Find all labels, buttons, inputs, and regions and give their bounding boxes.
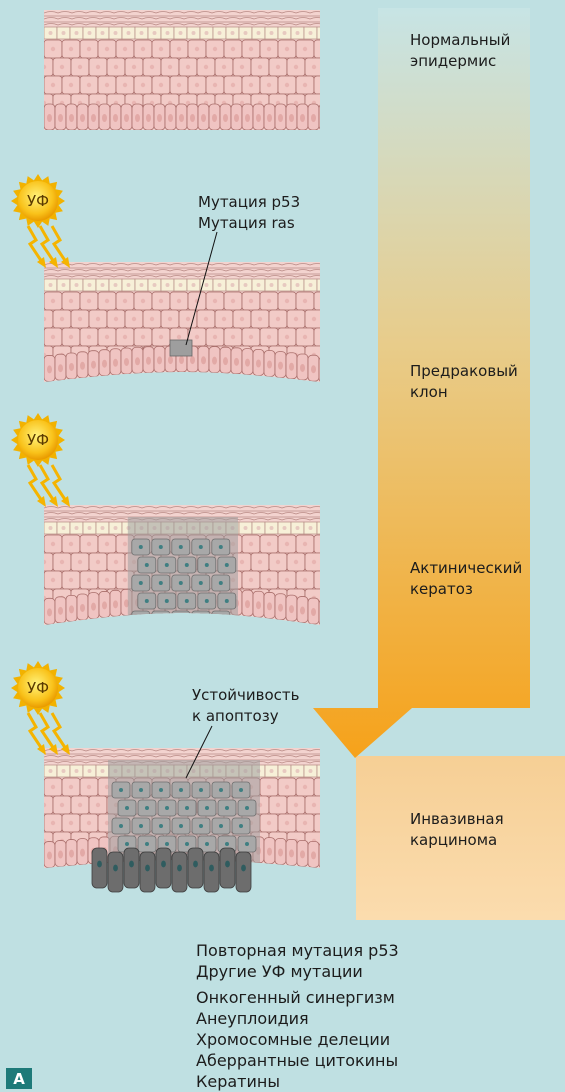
invasive-cell [204, 852, 219, 892]
invasive-cell [188, 848, 203, 888]
uv-sun-icon: УФ [11, 661, 65, 715]
invasive-cell [220, 848, 235, 888]
list-item: Анеуплоидия [196, 1008, 398, 1029]
skin-panel-actinic [35, 505, 332, 637]
uv-sun-icon: УФ [11, 174, 65, 228]
invasive-cell [140, 852, 155, 892]
list-item: Онкогенный синергизм [196, 987, 398, 1008]
invasive-cell [92, 848, 107, 888]
list-item: Повторная мутация p53 [196, 940, 399, 961]
uv-sun-icon: УФ [11, 413, 65, 467]
invasive-cell [124, 848, 139, 888]
skin-panel-carcinoma [35, 748, 332, 892]
list-item: Аберрантные цитокины [196, 1050, 398, 1071]
uv-rays-icon [28, 465, 70, 507]
skin-panel-precancer [35, 262, 332, 392]
invasive-cell [156, 848, 171, 888]
panel-letter: A [6, 1068, 32, 1089]
invasive-cell [236, 852, 251, 892]
mutant-cell [170, 340, 192, 356]
uv-label: УФ [27, 679, 49, 697]
uv-label: УФ [27, 431, 49, 449]
bottom-list-group-1: Повторная мутация p53 Другие УФ мутации [196, 940, 399, 982]
invasive-cell [172, 852, 187, 892]
uv-label: УФ [27, 192, 49, 210]
bottom-list-group-2: Онкогенный синергизм Анеуплоидия Хромосо… [196, 987, 398, 1092]
invasive-cell [108, 852, 123, 892]
skin-panel-normal [35, 10, 332, 140]
uv-rays-icon [28, 226, 70, 268]
list-item: Хромосомные делеции [196, 1029, 398, 1050]
list-item: Другие УФ мутации [196, 961, 399, 982]
